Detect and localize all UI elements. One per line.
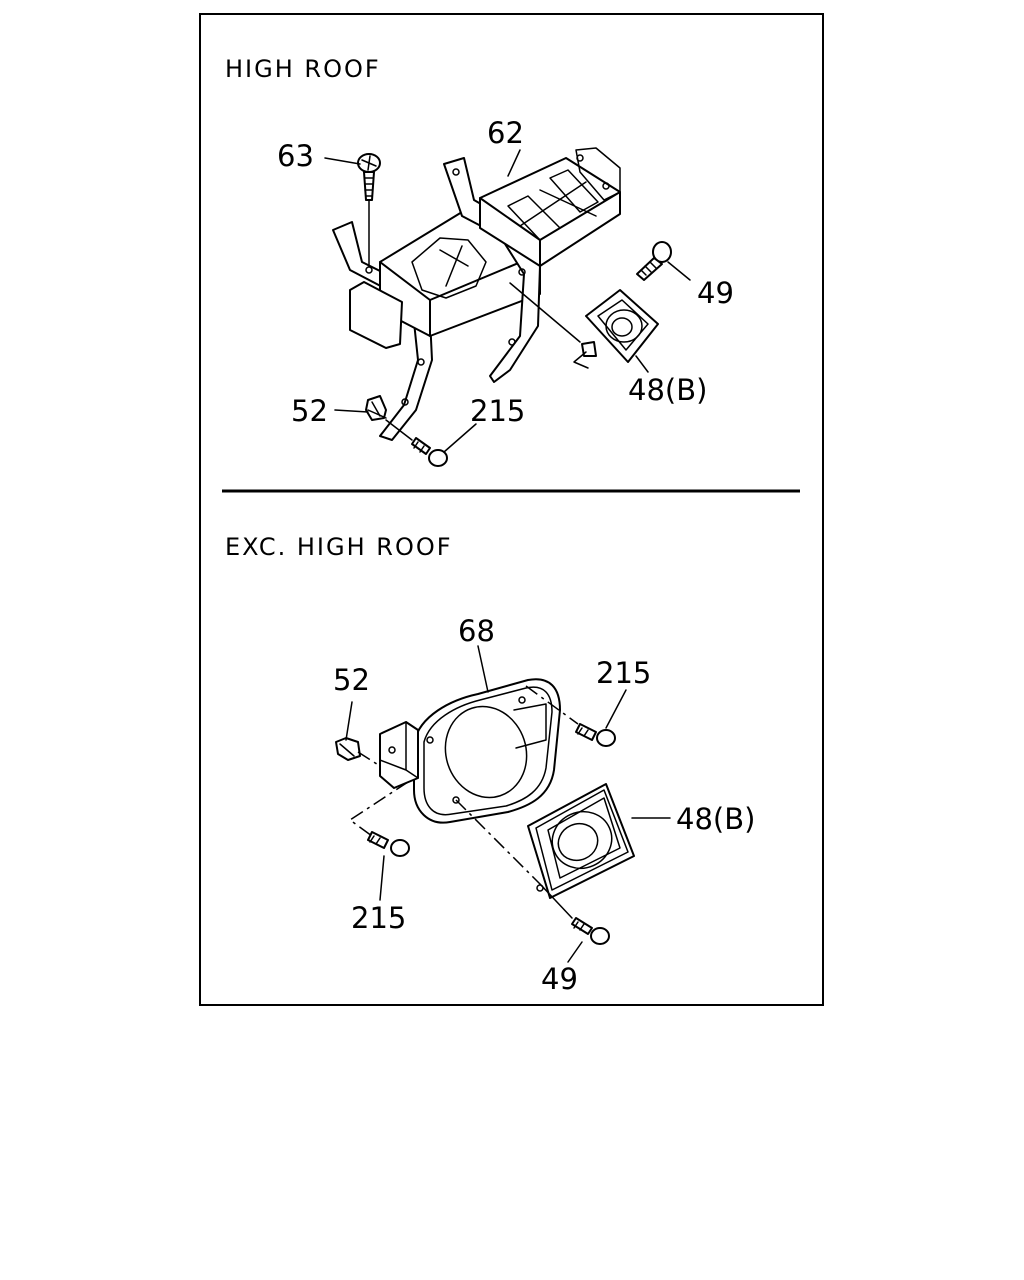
cover-plate-62 [479, 157, 621, 267]
speaker-48b [581, 289, 659, 363]
callout-68: 68 [458, 614, 495, 648]
callout-52-bottom: 52 [333, 663, 370, 697]
bolt-49 [636, 241, 672, 281]
callout-48b-bottom: 48(B) [676, 802, 755, 836]
callout-49: 49 [697, 276, 734, 310]
clip-52-bottom [335, 701, 381, 767]
screw-63 [357, 153, 381, 267]
bolt-215-upper [525, 685, 627, 747]
speaker-48b-bottom [527, 783, 671, 899]
mounting-plate-68 [413, 678, 561, 824]
callout-215: 215 [470, 394, 525, 428]
callout-62: 62 [487, 116, 524, 150]
section-title-high-roof: HIGH ROOF [225, 55, 381, 83]
exc-high-roof-assembly [335, 645, 671, 963]
high-roof-assembly [324, 147, 691, 467]
callout-48b: 48(B) [628, 373, 707, 407]
callout-215-lower: 215 [351, 901, 406, 935]
callout-215-upper: 215 [596, 656, 651, 690]
foam-cushion-block [349, 281, 403, 349]
section-title-exc-high-roof: EXC. HIGH ROOF [225, 533, 453, 561]
bolt-49-bottom [455, 799, 610, 963]
callout-52: 52 [291, 394, 328, 428]
bolt-215-lower [348, 781, 410, 901]
callout-63: 63 [277, 139, 314, 173]
callout-49-bottom: 49 [541, 962, 578, 996]
clip-52 [365, 395, 387, 421]
l-bracket [379, 721, 419, 789]
bolt-215 [385, 419, 448, 467]
diagram-frame [199, 13, 824, 1006]
